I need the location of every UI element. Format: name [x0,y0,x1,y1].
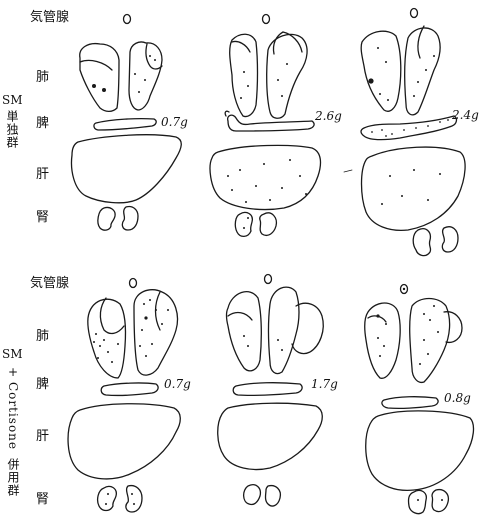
g2-s3-lung-right-lobe [444,312,462,343]
g1-s1-trachea-gland [124,15,131,24]
g1-s2-spleen [228,115,314,131]
g2-s3-lung-left [365,303,400,378]
g2-s2-lung-left [227,292,262,371]
g1-s3-kidney-right [442,227,458,252]
g1-s3-spleen [361,116,456,140]
g1-s2-kidney-right [260,213,277,235]
g2-s3-spleen [382,397,438,409]
g2-s1-lung-left [88,299,126,378]
g1-s1-kidney-right [122,207,138,230]
g1-s3-kidney-left [413,229,430,256]
g1-s2-lung-left [230,34,258,116]
g2-s3-liver [366,411,474,490]
g2-s2-lung-right-lobe [292,303,323,353]
g2-s1-trachea-gland [130,279,137,288]
g1-s2-trachea-gland [263,15,270,24]
g2-s1-kidney-left [98,486,117,510]
g2-s1-kidney-right [126,486,142,512]
g1-s2-organs [210,15,320,237]
g1-s1-lung-left [80,44,119,112]
g1-s3-lung-left [361,31,401,111]
g1-s2-liver [210,145,320,209]
g2-s3-kidney-right [432,490,448,512]
g2-s2-organs [218,275,324,507]
g1-s1-spleen [94,119,156,130]
g1-s1-liver [72,135,182,203]
g1-s3-lung-right [405,28,440,115]
g2-s1-organs [68,279,180,513]
g2-s2-kidney-right [266,486,281,506]
g1-s1-organs [72,15,182,231]
g2-s2-lung-right [269,287,300,373]
g2-s2-kidney-left [244,485,261,505]
g2-s2-liver [218,403,323,469]
g1-s2-kidney-left [235,212,252,236]
g2-s1-spleen [101,383,158,395]
g2-s1-liver [68,404,180,479]
g2-s3-lung-right [410,299,450,383]
g2-s3-organs [365,285,474,514]
g1-s3-trachea-gland [411,9,418,18]
g1-s3-liver [362,147,466,230]
g2-s2-trachea-gland [265,275,272,284]
g1-s3-organs [361,9,465,256]
g2-s2-spleen [233,383,302,396]
g2-s3-kidney-left [409,490,427,513]
g1-s1-kidney-left [98,207,115,230]
